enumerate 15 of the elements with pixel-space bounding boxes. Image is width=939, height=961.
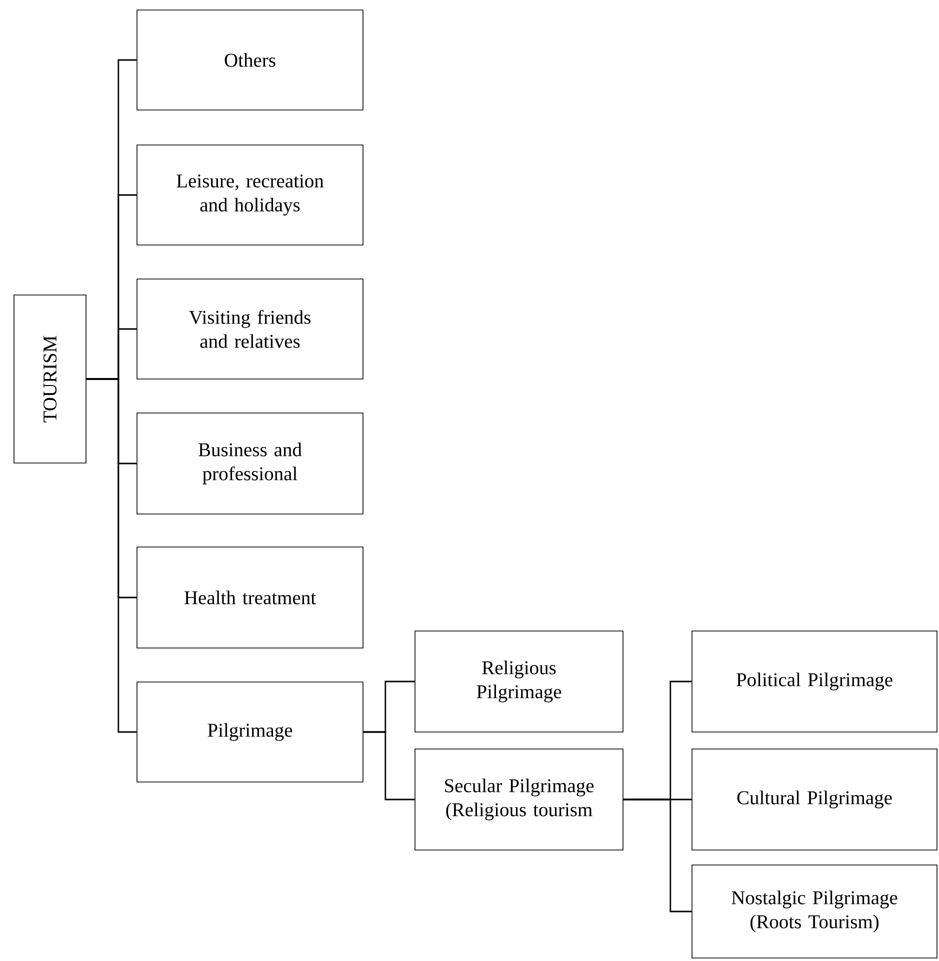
category-box: Cultural Pilgrimage	[692, 748, 938, 850]
category-box: Pilgrimage	[136, 682, 364, 782]
category-box: Leisure, recreation and holidays	[136, 144, 364, 246]
connector-line	[86, 378, 137, 733]
connector-line	[363, 731, 415, 800]
category-box: Nostalgic Pilgrimage (Roots Tourism)	[692, 864, 938, 958]
category-box: Others	[136, 10, 364, 110]
category-box: Secular Pilgrimage (Religious tourism	[414, 748, 624, 850]
category-box: Business and professional	[136, 412, 364, 514]
category-box: TOURISM	[14, 294, 86, 464]
category-box: Political Pilgrimage	[692, 630, 938, 732]
category-box: Visiting friends and relatives	[136, 278, 364, 380]
category-box: Health treatment	[136, 546, 364, 648]
category-box: Religious Pilgrimage	[414, 630, 624, 732]
connector-line	[623, 798, 692, 912]
